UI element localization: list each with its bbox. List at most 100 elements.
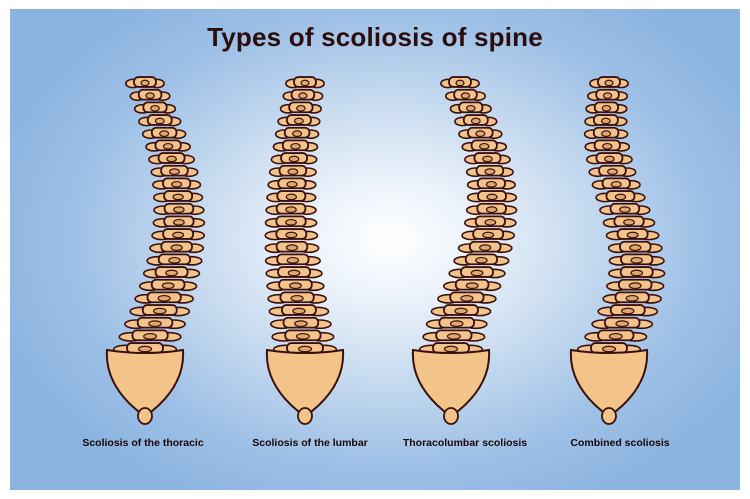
vertebra	[264, 215, 318, 228]
vertebra	[585, 101, 628, 114]
vertebra	[591, 316, 654, 330]
vertebra	[279, 101, 322, 114]
vertebra	[437, 291, 497, 304]
spine-lumbar	[264, 76, 345, 425]
vertebra	[265, 266, 323, 279]
vertebra	[464, 152, 511, 165]
vertebra	[454, 114, 498, 127]
spine-thoracolumbar	[411, 76, 518, 425]
vertebra	[453, 253, 510, 266]
sacrum	[265, 348, 345, 413]
vertebra	[466, 177, 516, 190]
vertebra	[466, 190, 518, 203]
vertebra	[285, 76, 325, 89]
vertebra	[588, 164, 637, 178]
coccyx	[297, 407, 313, 425]
vertebra	[264, 253, 321, 266]
sacrum	[411, 348, 491, 413]
vertebra	[266, 190, 317, 203]
vertebra	[605, 228, 660, 241]
vertebra	[118, 329, 182, 342]
vertebra	[152, 190, 204, 203]
vertebra	[457, 240, 513, 254]
vertebra	[264, 240, 320, 254]
page-title: Types of scoliosis of spine	[207, 22, 543, 52]
caption-lumbar: Scoliosis of the lumbar	[252, 437, 368, 449]
vertebra	[465, 164, 514, 178]
vertebra	[150, 164, 199, 178]
sacrum	[105, 348, 185, 413]
vertebra	[129, 304, 191, 317]
vertebra	[584, 329, 648, 342]
vertebra	[125, 76, 165, 89]
vertebra	[583, 126, 629, 140]
vertebra	[267, 177, 317, 190]
vertebra	[584, 114, 628, 127]
vertebra	[425, 316, 488, 330]
vertebra	[152, 215, 206, 228]
vertebra	[607, 240, 663, 254]
vertebra	[141, 126, 187, 140]
vertebra	[422, 329, 486, 342]
vertebra	[146, 253, 203, 266]
spine-combined	[569, 76, 666, 425]
vertebra	[461, 228, 516, 241]
vertebra	[268, 304, 330, 317]
vertebra	[151, 228, 206, 241]
vertebra	[138, 114, 182, 127]
vertebra	[129, 88, 171, 102]
vertebra	[268, 164, 317, 178]
vertebra	[282, 88, 324, 102]
vertebra	[608, 266, 666, 279]
vertebra	[277, 114, 321, 127]
vertebra	[267, 291, 327, 304]
vertebra	[444, 88, 486, 102]
vertebra	[153, 202, 205, 216]
vertebra	[602, 215, 656, 228]
vertebra	[138, 278, 198, 292]
vertebra	[602, 291, 662, 304]
vertebra	[605, 278, 665, 292]
vertebra	[576, 342, 642, 355]
sacrum	[569, 348, 649, 413]
vertebra	[149, 240, 205, 254]
vertebra	[270, 152, 318, 165]
vertebra	[152, 177, 202, 190]
vertebra	[584, 139, 631, 152]
coccyx	[443, 407, 459, 425]
vertebra	[145, 139, 191, 152]
vertebra	[265, 202, 317, 216]
vertebra	[271, 329, 335, 342]
vertebra	[464, 215, 517, 228]
vertebra	[589, 76, 629, 89]
vertebra	[430, 304, 492, 317]
spine-thoracic	[105, 76, 206, 425]
vertebra	[465, 202, 518, 216]
caption-thoracic: Scoliosis of the thoracic	[82, 437, 204, 449]
caption-thoracolumbar: Thoracolumbar scoliosis	[402, 437, 528, 449]
vertebra	[608, 253, 665, 266]
coccyx	[601, 407, 617, 425]
vertebra	[266, 278, 325, 292]
vertebra	[595, 190, 646, 203]
caption-combined: Combined scoliosis	[570, 437, 670, 449]
vertebra	[274, 126, 320, 140]
vertebra	[440, 76, 480, 89]
coccyx	[137, 407, 153, 425]
vertebra	[142, 266, 201, 279]
vertebra	[449, 101, 492, 114]
vertebra	[272, 139, 319, 152]
vertebra	[124, 316, 186, 330]
vertebra	[458, 126, 503, 140]
vertebra	[148, 152, 196, 165]
vertebra	[442, 278, 502, 292]
vertebra	[269, 316, 332, 330]
vertebra	[133, 101, 177, 114]
vertebra	[591, 177, 641, 190]
vertebra	[461, 139, 508, 152]
vertebra	[587, 88, 629, 102]
vertebra	[264, 228, 319, 241]
vertebra	[586, 152, 633, 165]
vertebra	[599, 202, 651, 216]
